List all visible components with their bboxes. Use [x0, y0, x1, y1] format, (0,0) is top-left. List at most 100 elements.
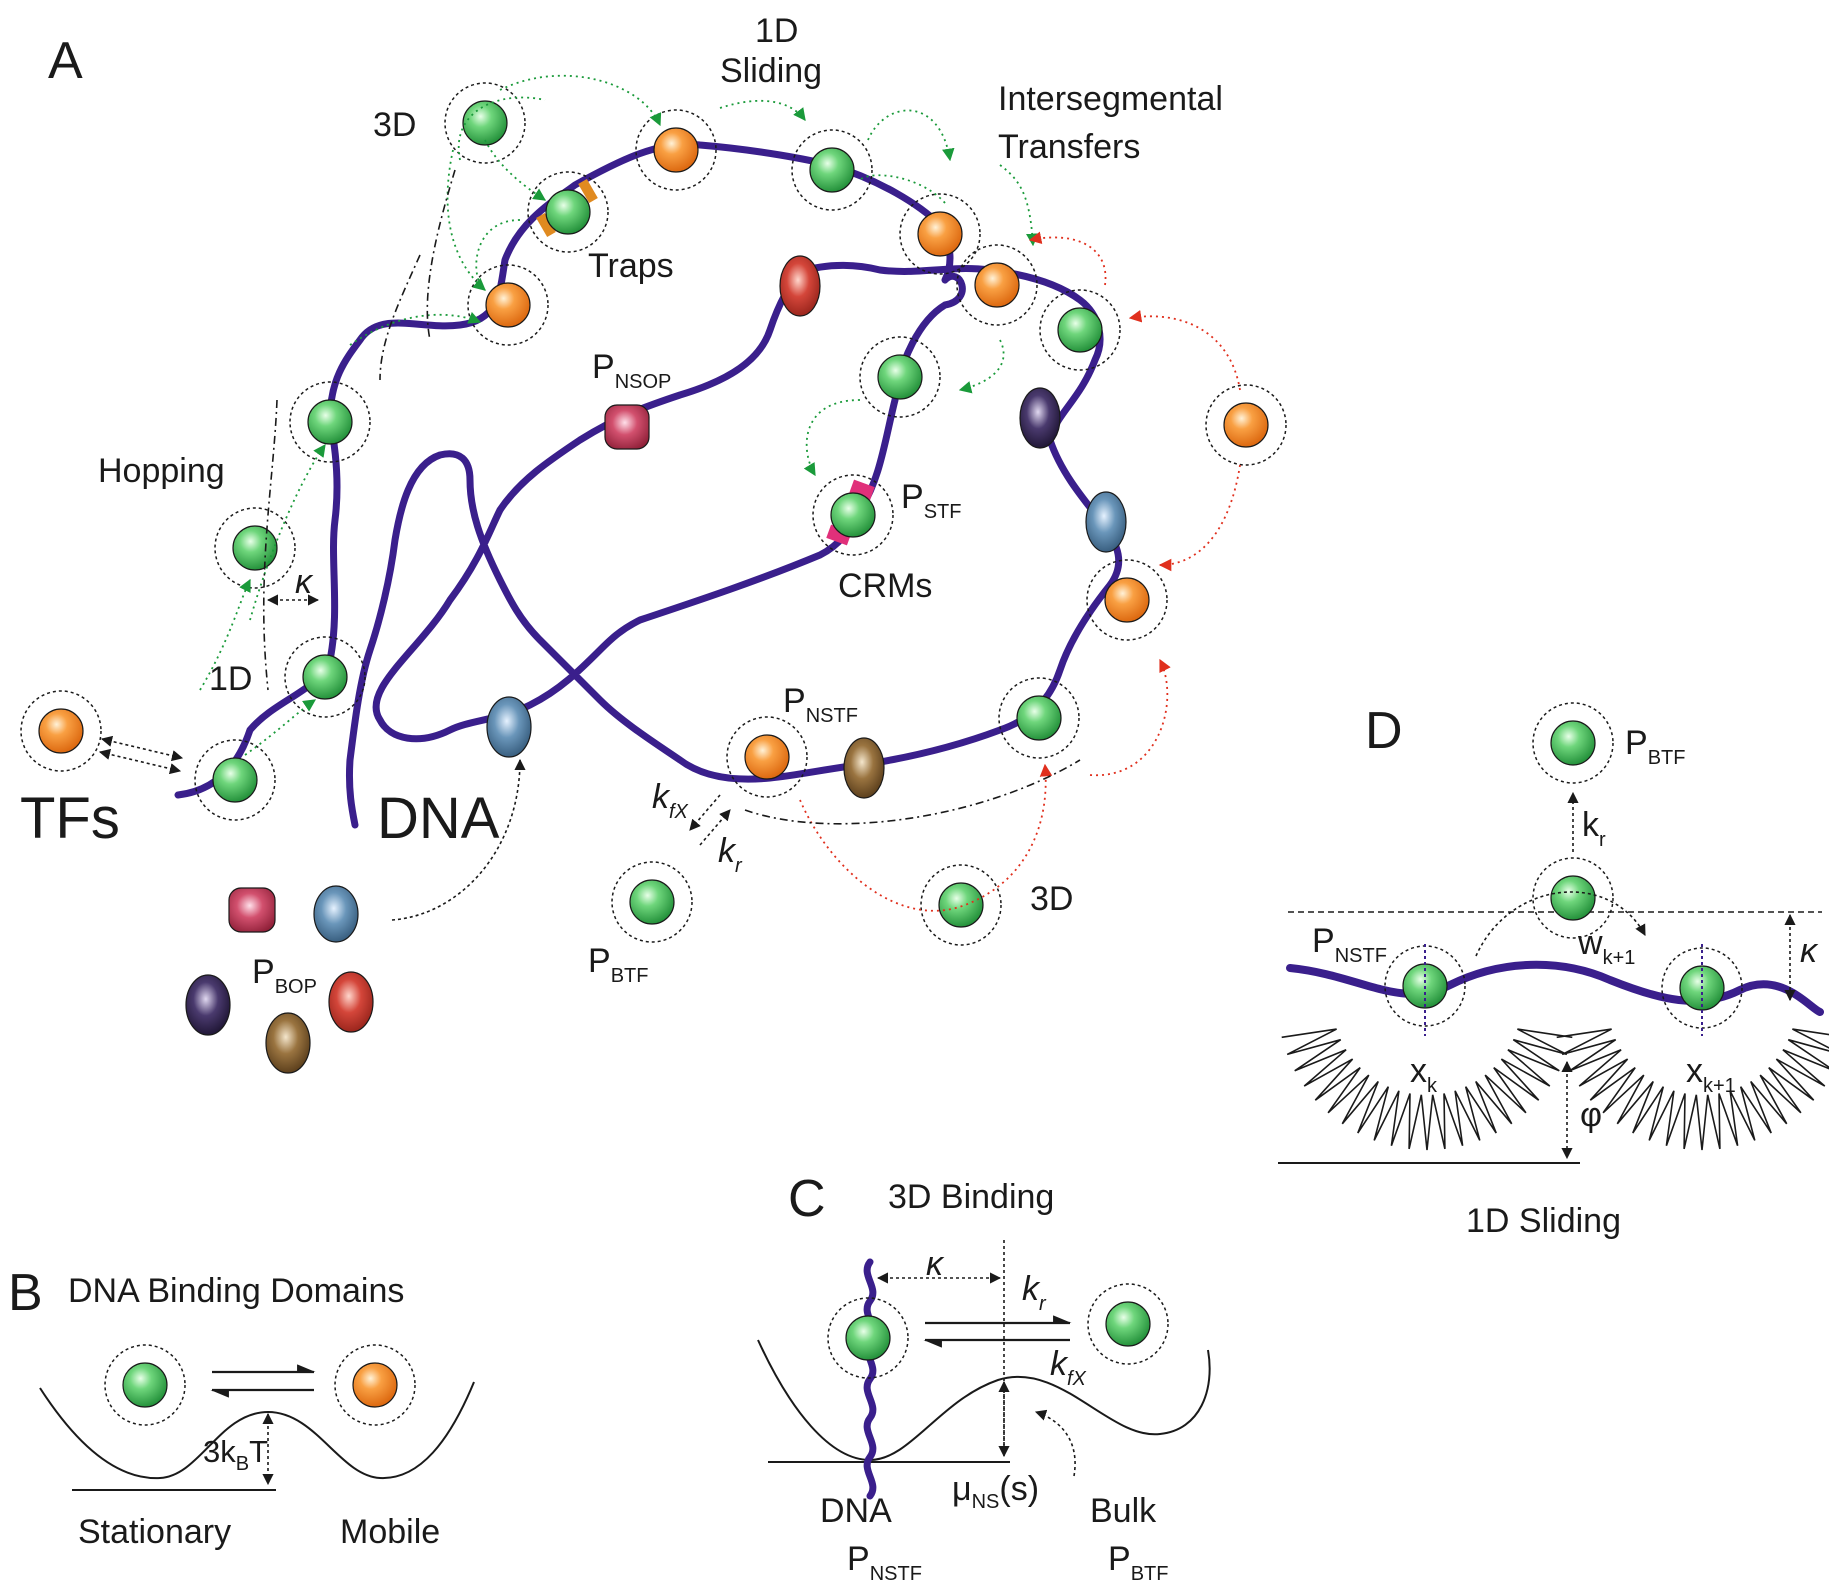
label-p-btf: PBTF	[588, 942, 648, 987]
free-obstacle-proteins	[185, 885, 374, 1074]
label-sliding: Sliding	[720, 52, 822, 90]
tf-orange	[635, 109, 717, 191]
panel-a-arrows	[98, 594, 731, 921]
panel-c-title: 3D Binding	[888, 1178, 1054, 1216]
tf-orange	[467, 264, 549, 346]
red-transfer-arrows	[799, 231, 1241, 912]
label-3d: 3D	[373, 106, 416, 144]
label-traps: Traps	[588, 247, 674, 285]
panel-a-labels: A 3D 1D Sliding Intersegmental Transfers…	[20, 12, 1223, 998]
panel-d: D PBTF kr κ PNSTF wk+1 φ xk xk+1 1D Slid…	[1278, 702, 1829, 1240]
label-intersegmental: Intersegmental	[998, 80, 1223, 118]
tf-green	[611, 861, 693, 943]
energy-well-curve	[39, 1381, 475, 1480]
label-hopping: Hopping	[98, 452, 225, 490]
label-p-bop: PBOP	[252, 953, 317, 998]
brown-obstacle-protein	[843, 737, 885, 799]
free-purple-protein	[185, 974, 231, 1036]
nsop-protein	[604, 404, 650, 450]
label-1d-slide: 1D	[209, 660, 252, 698]
tf-green	[859, 336, 941, 418]
trap-site-2	[578, 178, 598, 204]
label-k-fx: kfX	[652, 778, 689, 823]
label-x-k1: xk+1	[1686, 1052, 1736, 1097]
purple-obstacle-protein	[1019, 387, 1061, 449]
tf-orange	[726, 716, 808, 798]
sliding-jump-arrow	[1475, 891, 1646, 957]
free-brown-protein	[265, 1012, 311, 1074]
red-obstacle-protein	[779, 255, 821, 317]
label-stationary: Stationary	[78, 1513, 231, 1551]
label-k-r: kr	[1022, 1270, 1047, 1315]
label-dna: DNA	[820, 1492, 892, 1530]
label-p-nsop: PNSOP	[592, 348, 671, 393]
label-k-fx: kfX	[1050, 1345, 1087, 1390]
label-3d-bottom: 3D	[1030, 880, 1073, 918]
transcription-factors	[20, 82, 1287, 946]
crm-sites	[826, 479, 875, 546]
label-kappa: κ	[295, 563, 314, 601]
tf-green	[444, 82, 526, 164]
panel-c-letter: C	[788, 1170, 826, 1228]
label-k-r: kr	[718, 832, 743, 877]
label-w: wk+1	[1577, 924, 1635, 969]
label-p-btf: PBTF	[1625, 724, 1685, 769]
tf-green	[289, 381, 371, 463]
mobile-tf	[334, 1344, 416, 1426]
tf-green	[998, 677, 1080, 759]
dna-segment	[863, 1258, 877, 1500]
tf-green	[194, 739, 276, 821]
spring-potential-right	[1556, 1028, 1829, 1151]
panel-d-title: 1D Sliding	[1466, 1202, 1621, 1240]
panel-d-letter: D	[1365, 702, 1403, 760]
label-crms: CRMs	[838, 567, 932, 605]
panel-b-title: DNA Binding Domains	[68, 1272, 404, 1310]
bound-proteins	[486, 255, 1127, 799]
label-x-k: xk	[1410, 1052, 1438, 1097]
label-p-stf: PSTF	[901, 478, 961, 523]
blue-obstacle-protein	[1085, 491, 1127, 553]
label-p-nstf: PNSTF	[847, 1540, 922, 1584]
label-phi: φ	[1580, 1096, 1602, 1134]
label-p-btf: PBTF	[1108, 1540, 1168, 1584]
tf-orange	[899, 193, 981, 275]
tf-green	[1039, 289, 1121, 371]
label-dna: DNA	[377, 786, 500, 851]
free-pink-protein	[228, 887, 276, 933]
dna-curve	[1286, 960, 1824, 1016]
free-red-protein	[328, 971, 374, 1033]
tf-green	[791, 129, 873, 211]
tf-green	[920, 864, 1002, 946]
label-energy: 3kBT	[203, 1434, 268, 1475]
tf-orange	[1086, 559, 1168, 641]
panel-a-letter: A	[48, 32, 83, 90]
label-mobile: Mobile	[340, 1513, 440, 1551]
label-1d: 1D	[755, 12, 798, 50]
label-kappa: κ	[1800, 932, 1819, 970]
spring-potential-left	[1281, 1028, 1573, 1151]
green-transfer-arrows	[199, 74, 1039, 756]
unbound-tf	[1532, 702, 1614, 784]
bulk-pointer	[1034, 1409, 1076, 1477]
trap-site	[536, 212, 556, 238]
stationary-tf	[104, 1344, 186, 1426]
tf-green	[284, 636, 366, 718]
label-transfers: Transfers	[998, 128, 1140, 166]
tf-green	[214, 507, 296, 589]
energy-profile-curve	[757, 1339, 1211, 1462]
panel-b: B DNA Binding Domains 3kBT Stationary Mo…	[8, 1264, 475, 1551]
label-p-nstf: PNSTF	[783, 682, 858, 727]
tf-green	[812, 474, 894, 556]
tf-orange	[956, 244, 1038, 326]
label-kappa: κ	[926, 1245, 945, 1283]
bulk-tf	[1087, 1283, 1169, 1365]
blue-obstacle-protein-2	[486, 696, 532, 758]
tf-orange	[1205, 384, 1287, 466]
label-bulk: Bulk	[1090, 1492, 1157, 1530]
label-tfs: TFs	[20, 786, 120, 851]
label-mu: μNS(s)	[952, 1470, 1039, 1513]
hopping-tf	[1532, 857, 1614, 939]
label-p-nstf: PNSTF	[1312, 922, 1387, 967]
tf-green	[527, 171, 609, 253]
panel-a-guides	[262, 169, 1081, 825]
